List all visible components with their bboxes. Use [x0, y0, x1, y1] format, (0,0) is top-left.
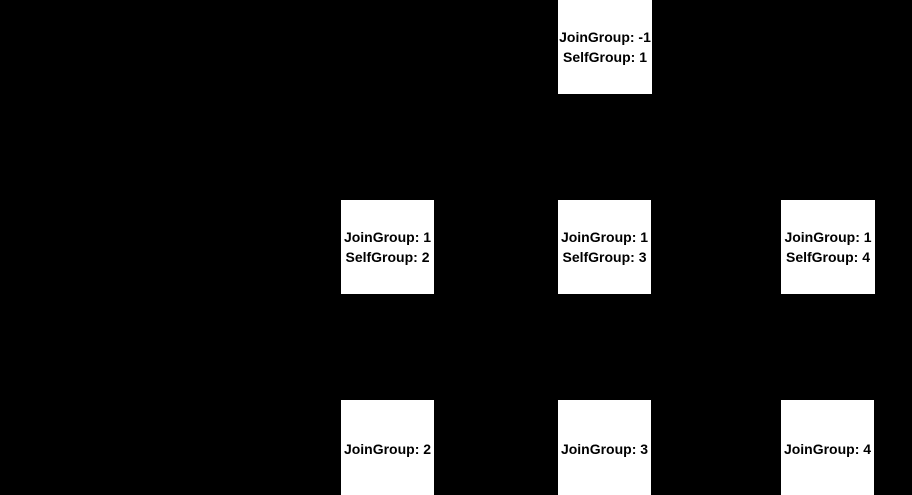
node-label-line: SelfGroup: 3 — [562, 249, 647, 265]
diagram-node-child-3: JoinGroup: 1 SelfGroup: 4 — [781, 200, 875, 294]
diagram-node-leaf-2: JoinGroup: 3 — [558, 400, 651, 495]
diagram-node-child-1: JoinGroup: 1 SelfGroup: 2 — [341, 200, 434, 294]
node-label-line: JoinGroup: 1 — [343, 229, 432, 245]
node-label-line: JoinGroup: 1 — [784, 229, 872, 245]
node-label-line: JoinGroup: 3 — [560, 440, 649, 457]
node-label-line: JoinGroup: -1 — [559, 29, 651, 45]
diagram-node-child-2: JoinGroup: 1 SelfGroup: 3 — [558, 200, 651, 294]
diagram-node-root: JoinGroup: -1 SelfGroup: 1 — [558, 0, 652, 94]
node-label-line: JoinGroup: 1 — [560, 229, 649, 245]
node-label-line: JoinGroup: 2 — [343, 440, 432, 457]
diagram-node-leaf-1: JoinGroup: 2 — [341, 400, 434, 495]
node-label-line: SelfGroup: 4 — [785, 249, 870, 265]
node-label-line: SelfGroup: 2 — [345, 249, 430, 265]
node-label-line: SelfGroup: 1 — [562, 49, 647, 65]
node-label-line: JoinGroup: 4 — [783, 440, 872, 457]
diagram-node-leaf-3: JoinGroup: 4 — [781, 400, 874, 495]
